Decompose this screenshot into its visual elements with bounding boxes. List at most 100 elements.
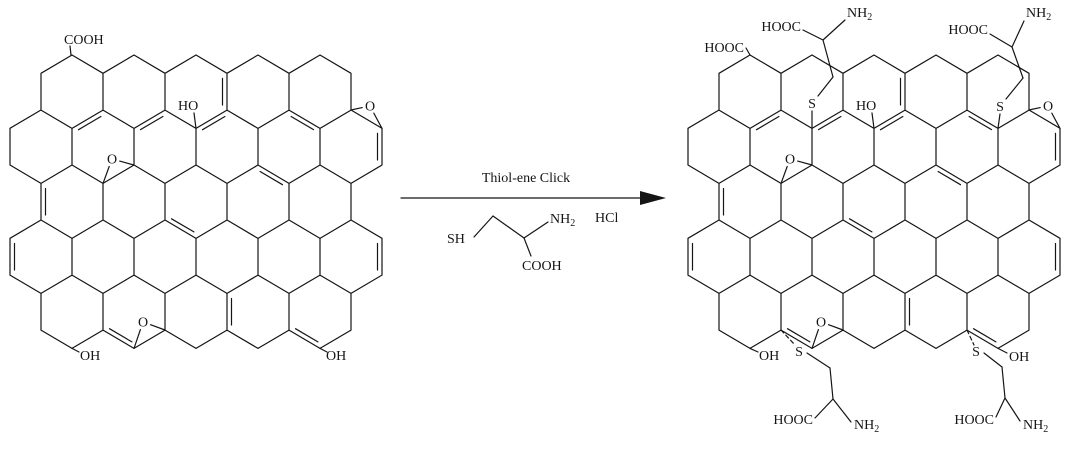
hydroxyl-oh-label: OH — [1009, 350, 1029, 365]
double-bond — [848, 218, 873, 233]
hydroxyl-ho-bond — [193, 112, 197, 129]
bond-s-ch2 — [1005, 77, 1024, 100]
hydroxyl-ho-bond — [871, 112, 875, 129]
double-bond — [294, 328, 319, 343]
amine-nh2-label: NH2 — [854, 418, 879, 435]
epoxide-bond — [1051, 112, 1061, 129]
thiol-sh-label: SH — [447, 232, 465, 247]
double-bond — [755, 115, 780, 131]
go-cysteine-sheet-right: OOO HOOC HO OH OH S HOOC NH2 S HO — [687, 6, 1061, 435]
bond-ch2-ch — [492, 215, 525, 239]
epoxide-oxygen-label: O — [785, 153, 795, 168]
hydroxyl-oh-label: OH — [80, 349, 100, 364]
hydroxyl-ho-label: HO — [856, 99, 876, 114]
thioether-s-label: S — [795, 345, 803, 360]
double-bond — [201, 115, 226, 131]
cysteine-graft-top-right: S HOOC NH2 — [948, 6, 1051, 129]
double-bond — [108, 328, 133, 343]
bond-s-lattice — [997, 113, 1001, 129]
thioether-s-label: S — [972, 345, 980, 360]
bond-s-ch2 — [983, 352, 1003, 368]
hex-lattice-right — [687, 54, 1061, 349]
epoxide-bond — [780, 165, 788, 184]
amine-nh2-label: NH2 — [847, 6, 872, 23]
hex-lattice-left — [9, 54, 383, 349]
reaction-arrow-group: Thiol-ene Click SH NH2 HCl COOH — [400, 171, 666, 274]
amine-nh2-label: NH2 — [1023, 418, 1048, 435]
epoxide-oxygen-label: O — [107, 153, 117, 168]
go-sheet-left: OOO COOH HO OH OH — [9, 33, 383, 364]
cysteine-reagent: SH NH2 HCl COOH — [447, 211, 618, 274]
lattice-decorations-right: OOO — [691, 77, 1061, 349]
cysteine-graft-top-left: S HOOC NH2 — [761, 6, 872, 129]
cysteine-graft-bottom-right: S HOOC NH2 — [954, 329, 1048, 435]
hydroxyl-oh-bond — [749, 347, 759, 353]
epoxide-bond — [827, 324, 844, 331]
double-bond — [170, 218, 195, 233]
bond-ch2-ch — [1011, 46, 1024, 79]
bond-ch-nh2 — [1011, 20, 1025, 48]
hooc-label: HOOC — [773, 413, 813, 428]
epoxide-oxygen-label: O — [138, 316, 148, 331]
hooc-label: HOOC — [704, 41, 744, 56]
double-bond — [972, 328, 997, 343]
hydroxyl-ho-label: HO — [178, 99, 198, 114]
amine-nh2-label: NH2 — [550, 212, 575, 229]
hooc-label: HOOC — [954, 413, 994, 428]
thioether-s-label: S — [996, 100, 1004, 115]
bond-ch2-ch — [822, 39, 834, 78]
bond-s-lattice-dashed — [966, 329, 975, 346]
thioether-s-label: S — [808, 97, 816, 112]
cooh-label: COOH — [522, 259, 562, 274]
bond-s-lattice-dashed — [780, 329, 796, 346]
bond-ch-nh2 — [523, 221, 549, 239]
hooc-label: HOOC — [761, 20, 801, 35]
hydroxyl-oh-bond — [319, 347, 328, 353]
epoxide-bond — [149, 324, 166, 331]
amine-nh2-label: NH2 — [1026, 6, 1051, 23]
hydroxyl-oh-bond — [71, 347, 80, 353]
double-bond — [290, 115, 315, 131]
double-bond — [259, 170, 284, 186]
hydroxyl-oh-bond — [997, 347, 1008, 354]
reaction-condition-label: Thiol-ene Click — [482, 171, 570, 186]
epoxide-bond — [373, 112, 383, 129]
cooh-bond — [69, 45, 72, 56]
bond-s-ch2 — [806, 352, 831, 369]
cysteine-graft-bottom-left: S HOOC NH2 — [773, 329, 879, 435]
bond-ch-hooc — [802, 29, 824, 41]
epoxide-bond — [1028, 106, 1041, 111]
epoxide-oxygen-label: O — [1043, 100, 1053, 115]
double-bond — [786, 328, 811, 343]
bond-s-ch2 — [817, 76, 834, 97]
double-bond — [937, 170, 962, 186]
epoxide-bond — [119, 160, 135, 166]
hydroxyl-oh-label: OH — [326, 349, 346, 364]
hooc-bond — [745, 47, 751, 56]
bond-ch-nh2 — [832, 398, 852, 423]
bond-sh-ch2 — [473, 215, 494, 238]
bond-ch-cooh — [523, 237, 532, 257]
epoxide-bond — [797, 160, 813, 166]
bond-ch-hooc — [995, 397, 1006, 418]
epoxide-bond — [102, 165, 110, 184]
hooc-label: HOOC — [948, 23, 988, 38]
hydroxyl-oh-label: OH — [759, 349, 779, 364]
bond-ch-hooc — [989, 33, 1013, 48]
bond-ch2-ch — [829, 367, 834, 400]
bond-ch-hooc — [814, 398, 834, 419]
double-bond — [968, 115, 993, 131]
double-bond — [879, 115, 904, 131]
bond-ch2-ch — [1001, 366, 1006, 399]
epoxide-bond — [350, 106, 363, 111]
double-bond — [817, 115, 842, 131]
epoxide-oxygen-label: O — [365, 100, 375, 115]
reaction-arrowhead — [640, 191, 666, 205]
epoxide-bond — [133, 329, 141, 349]
epoxide-bond — [811, 329, 820, 349]
hcl-label: HCl — [595, 211, 618, 226]
bond-ch-nh2 — [822, 19, 846, 41]
double-bond — [77, 115, 102, 131]
